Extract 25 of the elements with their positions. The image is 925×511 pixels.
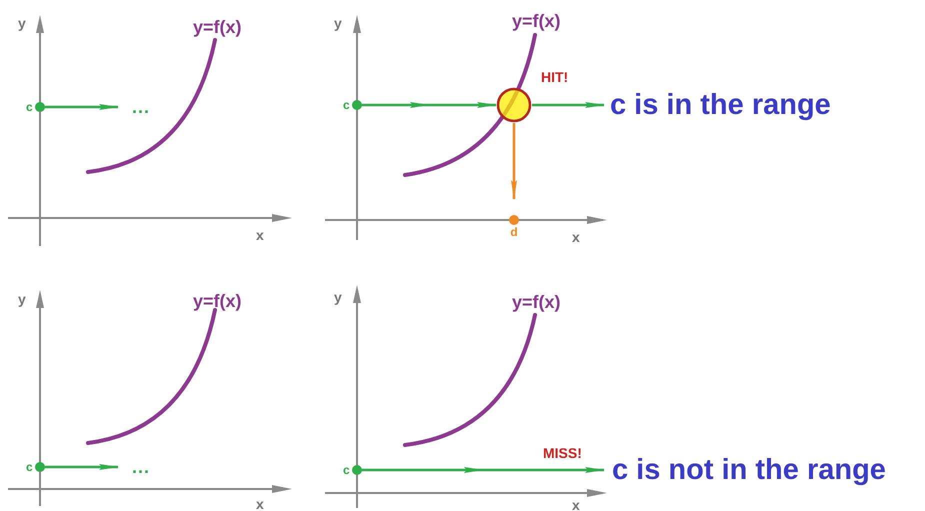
axis-label: x: [256, 228, 264, 242]
axis-label: x: [572, 230, 580, 244]
function-label: y=f(x): [193, 18, 242, 36]
arrow: [362, 102, 497, 108]
arrow: [511, 123, 517, 200]
function-label: y=f(x): [193, 292, 242, 310]
arrow: [44, 104, 119, 110]
axis-label: y: [18, 292, 26, 306]
function-label: y=f(x): [512, 293, 561, 311]
conclusion-text: c is not in the range: [612, 454, 886, 486]
arrow: [532, 102, 605, 108]
axis-label: x: [256, 497, 264, 511]
intersection-circle: [496, 87, 532, 123]
axis-label: y: [18, 16, 26, 30]
ellipsis: ...: [132, 458, 150, 476]
axis-label: x: [572, 498, 580, 511]
arrow: [362, 467, 605, 473]
conclusion-text: c is in the range: [610, 88, 831, 122]
function-label: y=f(x): [512, 12, 561, 30]
ellipsis: ...: [132, 98, 150, 116]
result-label: MISS!: [543, 446, 582, 460]
arrow: [44, 464, 119, 470]
result-label: HIT!: [541, 70, 568, 84]
axis-label: y: [334, 16, 342, 30]
axis-label: y: [334, 290, 342, 304]
